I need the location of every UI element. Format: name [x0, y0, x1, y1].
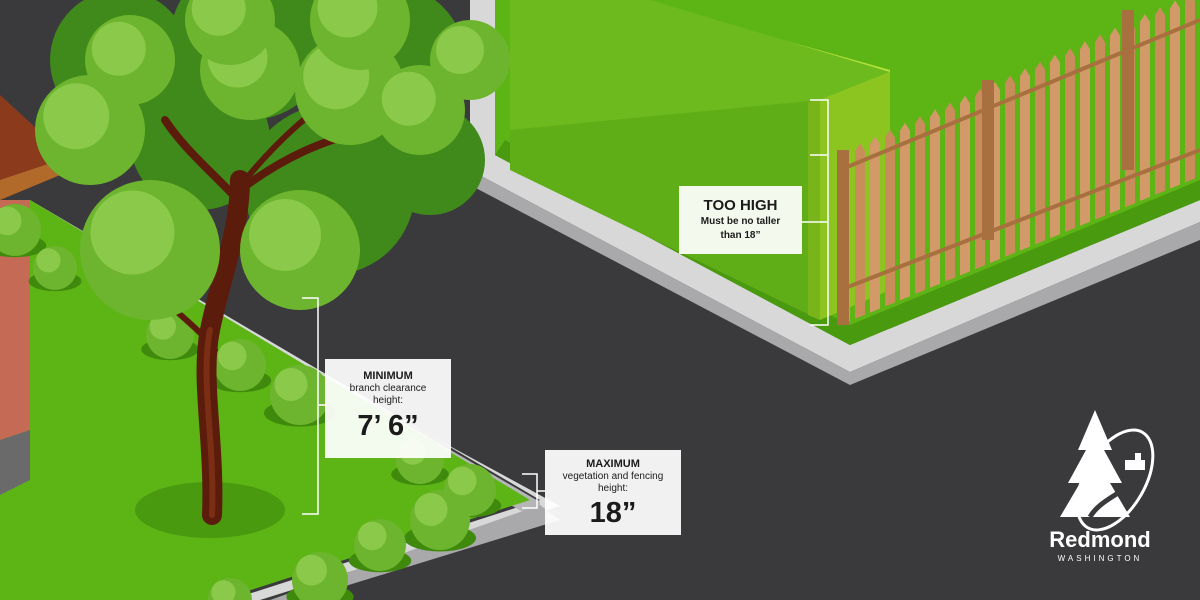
fence-picket	[1080, 41, 1090, 226]
foliage-cluster	[240, 190, 360, 310]
house-roof-edge	[0, 160, 60, 200]
shrub	[0, 204, 47, 258]
tree-trunk	[161, 97, 374, 525]
foliage-cluster	[185, 0, 275, 65]
maximum-height-label: MAXIMUM vegetation and fencing height: 1…	[545, 450, 681, 535]
logo-name: Redmond	[1049, 527, 1151, 552]
shrub	[28, 246, 82, 292]
fence-picket	[1110, 27, 1120, 214]
maximum-value: 18”	[589, 497, 637, 529]
foliage-cluster	[310, 0, 410, 70]
fence-picket	[930, 109, 940, 288]
fence-picket	[885, 129, 895, 307]
fence-post	[837, 150, 849, 325]
house-wall	[0, 200, 30, 440]
maximum-title: MAXIMUM	[586, 458, 640, 470]
minimum-value: 7’ 6”	[357, 410, 419, 442]
too-high-title: TOO HIGH	[703, 197, 778, 214]
foliage-cluster	[85, 15, 175, 105]
redmond-logo: Redmond WASHINGTON	[1030, 405, 1170, 575]
fence-picket	[915, 116, 925, 294]
fence-picket	[1140, 14, 1150, 201]
maximum-line2: height:	[597, 483, 629, 494]
fence-picket	[1020, 68, 1030, 251]
tree-foliage-front	[35, 0, 510, 320]
fence-post	[982, 80, 994, 240]
minimum-line2: height:	[372, 395, 404, 406]
foliage-cluster	[80, 180, 220, 320]
fence-rail	[839, 148, 1200, 292]
shrub	[404, 490, 476, 552]
minimum-title: MINIMUM	[363, 370, 413, 382]
fence-picket	[855, 143, 865, 319]
foliage-cluster	[430, 20, 510, 100]
redmond-logo-icon	[1060, 410, 1155, 532]
shrub	[286, 552, 354, 600]
fence-picket	[1170, 0, 1180, 189]
fence-picket	[1035, 61, 1045, 245]
fence-rail	[839, 18, 1200, 172]
shrub	[208, 339, 272, 393]
shrub	[141, 311, 199, 361]
picket-fence	[837, 0, 1200, 325]
too-high-label: TOO HIGH Must be no taller than 18”	[679, 186, 802, 254]
fence-picket	[960, 95, 970, 276]
fence-picket	[1050, 54, 1060, 239]
min-clearance-bracket	[302, 297, 326, 515]
too-high-line2: than 18”	[720, 230, 761, 241]
minimum-clearance-label: MINIMUM branch clearance height: 7’ 6”	[325, 359, 451, 458]
shrub	[348, 519, 412, 573]
curb-top-right	[470, 0, 1200, 372]
hedge-side-shade	[808, 100, 820, 320]
fence-picket	[1155, 7, 1165, 195]
max-height-bracket	[522, 473, 545, 509]
house-foundation	[0, 430, 30, 495]
fence-picket	[1065, 48, 1075, 232]
fence-picket	[945, 102, 955, 282]
shrubs-lower-left	[0, 204, 502, 600]
fence-picket	[1005, 75, 1015, 257]
hedge-front	[510, 100, 820, 320]
fence-picket	[870, 136, 880, 313]
logo-subtitle: WASHINGTON	[1057, 554, 1143, 563]
shrub	[208, 578, 252, 600]
fence-picket	[1185, 0, 1195, 183]
fence-picket	[900, 122, 910, 301]
too-high-bracket	[802, 99, 829, 326]
lawn-edge-top-right	[495, 140, 1200, 345]
fence-post	[1122, 10, 1134, 170]
too-high-line1: Must be no taller	[700, 216, 781, 227]
maximum-line1: vegetation and fencing	[562, 471, 664, 482]
fence-picket	[1095, 34, 1105, 220]
hedge-top-surface	[510, 0, 890, 130]
minimum-line1: branch clearance	[349, 383, 427, 394]
